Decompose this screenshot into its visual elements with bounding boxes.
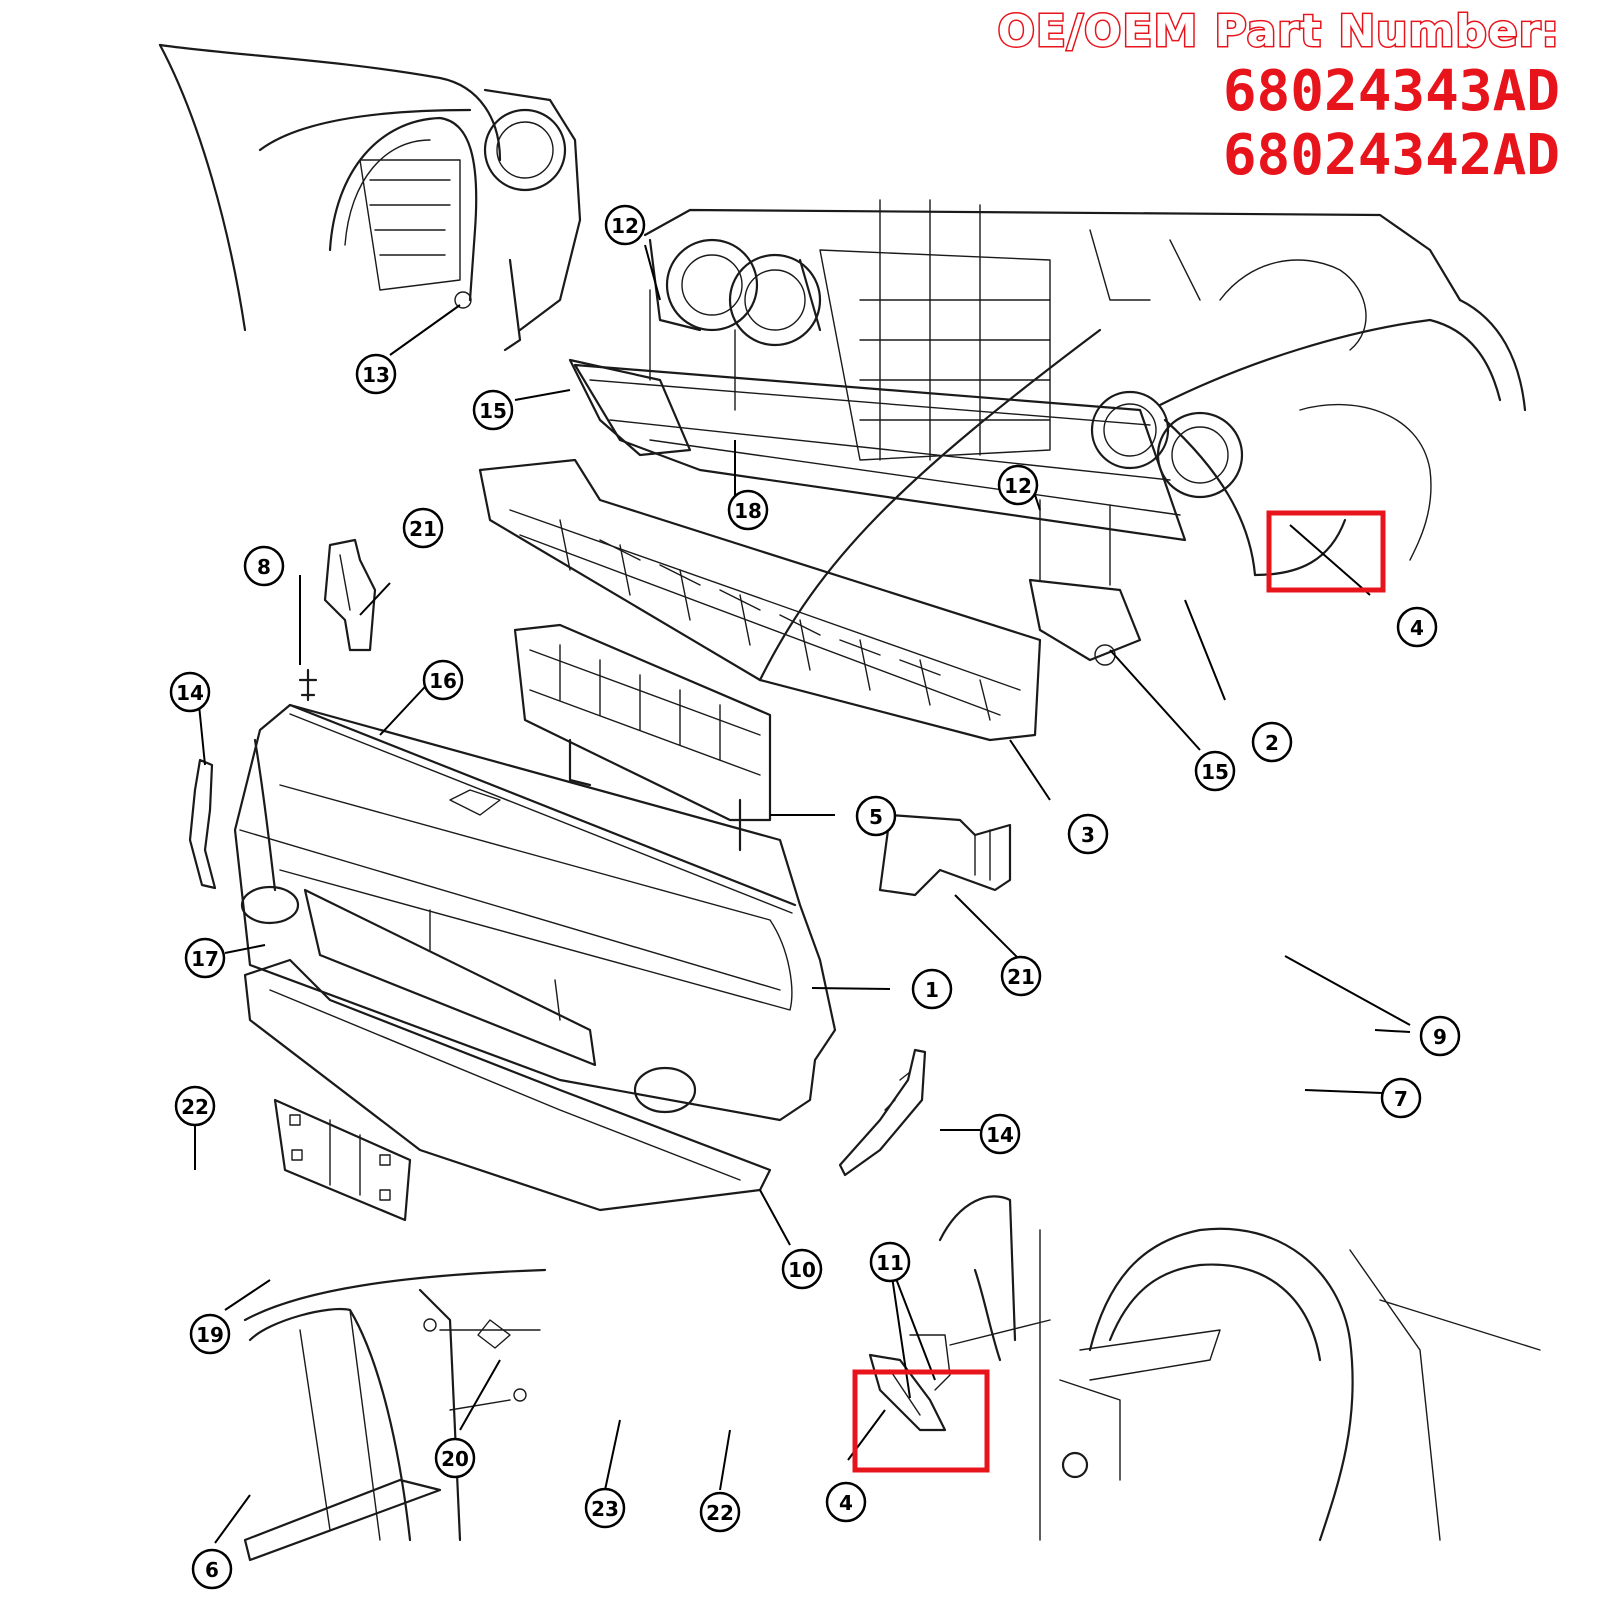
callout-14-right: 14 xyxy=(979,1113,1021,1155)
svg-text:14: 14 xyxy=(176,681,204,705)
svg-text:18: 18 xyxy=(734,499,762,523)
svg-text:10: 10 xyxy=(788,1258,816,1282)
callout-6: 6 xyxy=(191,1548,233,1590)
callout-16: 16 xyxy=(422,659,464,701)
callout-11: 11 xyxy=(869,1241,911,1283)
part-number-2: 68024342AD xyxy=(1222,123,1560,188)
callout-15-lower: 15 xyxy=(1194,750,1236,792)
svg-text:6: 6 xyxy=(205,1558,219,1582)
callout-9: 9 xyxy=(1419,1015,1461,1057)
callout-4-upper: 4 xyxy=(1396,606,1438,648)
side-bracket-left xyxy=(188,758,217,890)
energy-absorber xyxy=(478,328,1102,742)
svg-text:7: 7 xyxy=(1394,1087,1408,1111)
svg-text:19: 19 xyxy=(196,1323,224,1347)
callout-23: 23 xyxy=(584,1487,626,1529)
svg-text:13: 13 xyxy=(362,363,390,387)
leader-lines xyxy=(194,244,1411,1544)
callout-2: 2 xyxy=(1251,721,1293,763)
front-structure-view xyxy=(643,199,1527,577)
callout-20: 20 xyxy=(434,1437,476,1479)
bumper-fascia xyxy=(233,703,837,1122)
svg-text:22: 22 xyxy=(181,1095,209,1119)
svg-text:21: 21 xyxy=(409,517,437,541)
svg-text:11: 11 xyxy=(876,1251,904,1275)
callout-21-upper: 21 xyxy=(402,507,444,549)
svg-text:3: 3 xyxy=(1081,823,1095,847)
callout-15-upper: 15 xyxy=(472,389,514,431)
fastener-pushpin xyxy=(298,668,318,702)
bumper-beam xyxy=(568,289,1187,666)
callout-13: 13 xyxy=(355,353,397,395)
svg-text:21: 21 xyxy=(1007,965,1035,989)
license-plate-bracket xyxy=(273,1098,412,1222)
svg-text:12: 12 xyxy=(1004,474,1032,498)
bracket-upper-left xyxy=(323,538,377,652)
svg-text:20: 20 xyxy=(441,1447,469,1471)
fender-headlamp-view xyxy=(158,43,582,352)
callout-4-lower: 4 xyxy=(825,1481,867,1523)
bracket-right xyxy=(878,813,1012,897)
wheelwell-inset-left xyxy=(243,1268,547,1562)
callout-8: 8 xyxy=(243,545,285,587)
callout-7: 7 xyxy=(1380,1077,1422,1119)
callout-3: 3 xyxy=(1067,813,1109,855)
callout-1: 1 xyxy=(911,968,953,1010)
svg-text:23: 23 xyxy=(591,1497,619,1521)
svg-text:4: 4 xyxy=(839,1491,853,1515)
highlight-box-lower xyxy=(852,1369,990,1473)
svg-text:15: 15 xyxy=(479,399,507,423)
grille-bracket xyxy=(513,623,772,852)
svg-text:9: 9 xyxy=(1433,1025,1447,1049)
callout-22-left: 22 xyxy=(174,1085,216,1127)
highlight-box-upper xyxy=(1266,510,1386,593)
callout-14-left: 14 xyxy=(169,671,211,713)
callout-10: 10 xyxy=(781,1248,823,1290)
lower-air-dam xyxy=(243,958,772,1212)
svg-text:8: 8 xyxy=(257,555,271,579)
part-number-1: 68024343AD xyxy=(1222,59,1560,124)
svg-text:15: 15 xyxy=(1201,760,1229,784)
callout-22-right: 22 xyxy=(699,1491,741,1533)
svg-text:4: 4 xyxy=(1410,616,1424,640)
callout-18: 18 xyxy=(727,489,769,531)
svg-text:17: 17 xyxy=(191,947,219,971)
svg-text:2: 2 xyxy=(1265,731,1279,755)
part-number-label: OE/OEM Part Number: xyxy=(996,5,1561,59)
side-bracket-right xyxy=(838,1048,927,1177)
callout-12-lower: 12 xyxy=(997,464,1039,506)
callout-19: 19 xyxy=(189,1313,231,1355)
callout-21-lower: 21 xyxy=(1000,955,1042,997)
wheelwell-inset-right xyxy=(868,1195,1541,1542)
svg-text:1: 1 xyxy=(925,978,939,1002)
svg-text:14: 14 xyxy=(986,1123,1014,1147)
svg-text:5: 5 xyxy=(869,805,883,829)
part-number-header: OE/OEM Part Number: 68024343AD 68024342A… xyxy=(996,4,1561,188)
callout-17: 17 xyxy=(184,937,226,979)
callout-12-upper: 12 xyxy=(604,204,646,246)
svg-text:22: 22 xyxy=(706,1501,734,1525)
callout-5: 5 xyxy=(855,795,897,837)
svg-text:16: 16 xyxy=(429,669,457,693)
svg-text:12: 12 xyxy=(611,214,639,238)
